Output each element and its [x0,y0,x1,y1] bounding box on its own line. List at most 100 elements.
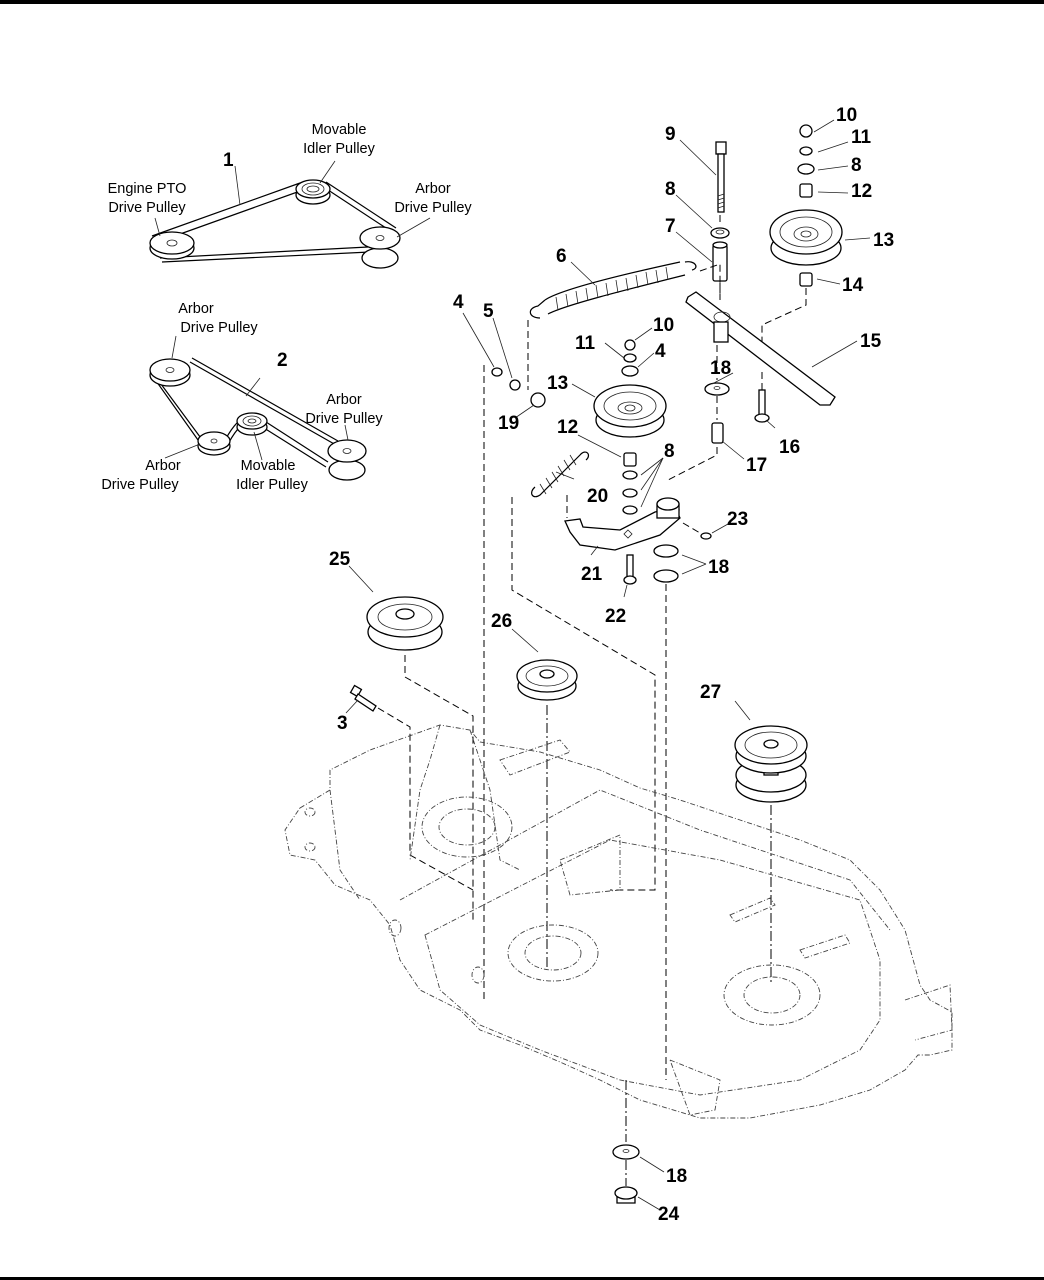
label-movable-idler-pulley: Idler Pulley [303,141,375,157]
callout-14: 14 [842,275,864,296]
spacer-7 [712,241,728,282]
belt-routing-diagram-1: 1 Movable Idler Pulley Engine PTO Drive … [108,122,472,269]
bolt-9 [715,141,727,213]
assembly-line [699,263,721,300]
belt-2 [153,357,339,468]
arbor-drive-pulley-right [327,439,367,481]
engine-pto-drive-pulley [149,231,195,260]
callout-23: 23 [727,509,748,530]
callout-18: 18 [708,557,729,578]
extension-spring-6 [529,261,697,319]
label-arbor-drive-pulley: Drive Pulley [180,320,258,336]
leader-line [245,377,261,397]
callout-8: 8 [851,155,862,176]
assembly-line [377,707,474,891]
bushing-19 [530,392,546,408]
callout-8: 8 [664,441,675,462]
idler-pulley-13-upper [769,209,843,266]
idler-pulley-13-lower [593,384,667,438]
label-arbor-drive-pulley: Arbor [326,392,362,408]
leader-line [164,443,201,459]
callout-1: 1 [223,150,234,171]
leader-line [234,165,241,206]
assembly-line [511,497,656,891]
idler-pulley-nut-stack [797,124,815,198]
callout-11: 11 [851,127,872,148]
leader-line [154,217,161,237]
spindle-pulley-26 [516,659,578,701]
grease-fitting-23 [700,532,712,540]
callout-11: 11 [575,333,596,354]
callout-19: 19 [498,413,519,434]
arbor-drive-pulley [359,226,401,269]
label-arbor-drive-pulley: Arbor [178,301,214,317]
callout-12: 12 [851,181,872,202]
label-movable-idler-pulley: Movable [312,122,367,138]
arbor-drive-pulley-left [197,431,231,456]
callout-27: 27 [700,682,721,703]
bolt-22 [623,554,637,585]
spindle-pulley-25 [366,596,444,651]
extension-spring-20 [531,451,590,498]
callout-7: 7 [665,216,676,237]
label-engine-pto-drive-pulley: Engine PTO [108,181,187,197]
nut-24 [614,1186,638,1204]
nut-5 [509,379,521,391]
callout-9: 9 [665,124,676,145]
washer-18-upper [704,382,730,396]
idler-pulley-nut-stack-lower [621,339,639,377]
label-arbor-drive-pulley: Drive Pulley [394,200,472,216]
callout-16: 16 [779,437,800,458]
bottom-rule [0,1277,1044,1280]
callout-15: 15 [860,331,882,352]
callout-4: 4 [655,341,666,362]
callout-8: 8 [665,179,676,200]
callout-13: 13 [547,373,568,394]
idler-arm-15 [685,291,836,406]
washers-18-lower [653,544,679,583]
bolt-3 [349,684,377,712]
leader-line [344,424,349,441]
spacer-17 [711,422,724,444]
callout-18: 18 [710,358,731,379]
callout-17: 17 [746,455,767,476]
callout-26: 26 [491,611,512,632]
label-engine-pto-drive-pulley: Drive Pulley [108,200,186,216]
label-arbor-drive-pulley: Arbor [145,458,181,474]
movable-idler-pulley [236,412,268,436]
label-arbor-drive-pulley: Drive Pulley [305,411,383,427]
belt-routing-diagram-2: 2 Arbor Drive Pulley Arbor Drive Pulley … [101,301,383,493]
label-arbor-drive-pulley: Drive Pulley [101,477,179,493]
callout-22: 22 [605,606,626,627]
assembly-line [667,345,718,481]
assembly-line [761,288,807,395]
leader-line [319,160,336,184]
assembly-line [404,655,474,920]
callout-21: 21 [581,564,603,585]
leader-lines [345,119,871,1211]
label-movable-idler-pulley: Idler Pulley [236,477,308,493]
callout-2: 2 [277,350,288,371]
double-spindle-pulley-27 [734,725,808,803]
assembly-line [682,522,701,534]
washers-8-lower [622,470,638,515]
washer-18-bottom [612,1144,640,1160]
label-movable-idler-pulley: Movable [241,458,296,474]
callout-20: 20 [587,486,608,507]
callout-5: 5 [483,301,494,322]
washer-8 [710,227,730,239]
idler-bracket-21 [564,497,681,551]
mower-deck [284,724,953,1119]
callout-18: 18 [666,1166,687,1187]
callout-13: 13 [873,230,894,251]
callout-4: 4 [453,292,464,313]
spacer-14 [799,272,813,287]
arbor-drive-pulley-top [149,358,191,387]
callout-10: 10 [836,105,857,126]
leader-line [396,217,431,238]
top-rule [0,0,1044,4]
bolt-16 [754,389,770,423]
belt-1 [151,181,397,263]
callout-6: 6 [556,246,567,267]
